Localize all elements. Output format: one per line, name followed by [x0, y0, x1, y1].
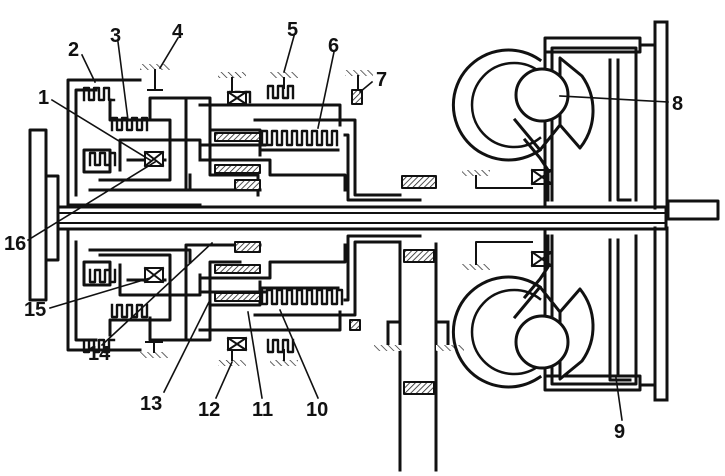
- callout-3: 3: [110, 25, 121, 47]
- callout-7: 7: [376, 69, 387, 91]
- callout-15: 15: [24, 299, 46, 321]
- callout-12: 12: [198, 399, 220, 421]
- output-gear: [386, 242, 450, 472]
- callout-14: 14: [88, 343, 111, 365]
- ground-anchors: [140, 64, 533, 366]
- callout-4: 4: [172, 21, 184, 43]
- callout-1: 1: [38, 87, 49, 109]
- callout-labels: 1 2 3 4 5 6 7 8 9 10 11 12 13 14 15 16: [4, 19, 683, 443]
- callout-10: 10: [306, 399, 328, 421]
- callout-9: 9: [614, 421, 625, 443]
- planetary-gears: [214, 132, 437, 395]
- leader-lines: [26, 35, 669, 421]
- clutch-plates-lower: [82, 268, 344, 354]
- callout-5: 5: [287, 19, 298, 41]
- callout-13: 13: [140, 393, 162, 415]
- callout-16: 16: [4, 233, 26, 255]
- torque-converter: [451, 20, 669, 402]
- left-flange: [28, 128, 60, 302]
- callout-6: 6: [328, 35, 339, 57]
- callout-2: 2: [68, 39, 79, 61]
- callout-11: 11: [252, 399, 273, 421]
- main-shaft: [46, 199, 720, 231]
- callout-8: 8: [672, 93, 683, 115]
